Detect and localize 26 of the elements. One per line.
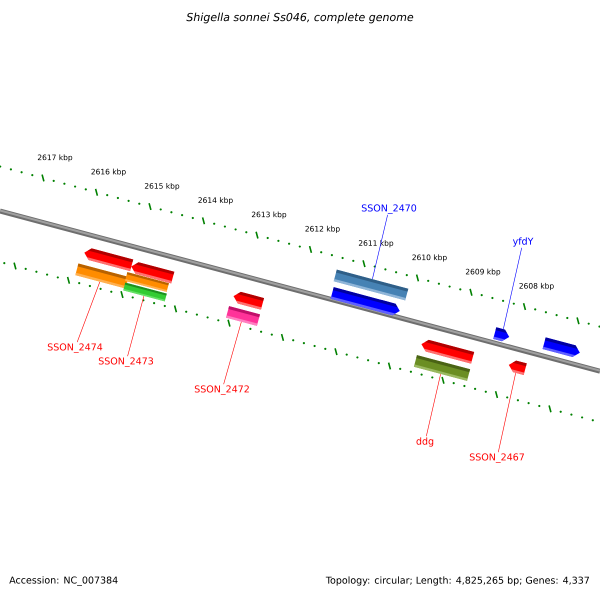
title: Shigella sonnei Ss046, complete genome bbox=[186, 12, 414, 24]
leader-line bbox=[223, 322, 242, 384]
leader-line bbox=[76, 282, 100, 342]
gene-feature bbox=[508, 360, 527, 375]
gene-feature bbox=[542, 337, 580, 358]
gene-label: SSON_2467 bbox=[470, 453, 524, 463]
gene-label: SSON_2472 bbox=[194, 385, 249, 395]
gene-feature bbox=[493, 327, 510, 342]
footer-text: Accession: NC_007384 bbox=[9, 576, 118, 586]
gene-label: SSON_2473 bbox=[98, 357, 154, 367]
gene-label: SSON_2470 bbox=[362, 204, 416, 214]
gene-feature bbox=[84, 248, 134, 272]
leader-line bbox=[127, 296, 144, 356]
footer-text: Topology: circular; Length: 4,825,265 bp; Genes: 4,337 bbox=[326, 576, 589, 586]
gene-feature bbox=[131, 262, 174, 284]
leader-line bbox=[503, 248, 522, 330]
leader-line bbox=[372, 214, 388, 280]
gene-feature bbox=[234, 292, 264, 310]
leader-line bbox=[498, 372, 516, 452]
gene-label: yfdY bbox=[512, 237, 534, 247]
gene-feature bbox=[421, 340, 474, 364]
gene-label: ddg bbox=[416, 437, 434, 447]
gene-feature bbox=[334, 270, 408, 300]
gene-feature bbox=[123, 282, 167, 302]
gene-label: SSON_2474 bbox=[48, 343, 102, 353]
leader-line bbox=[426, 374, 441, 436]
